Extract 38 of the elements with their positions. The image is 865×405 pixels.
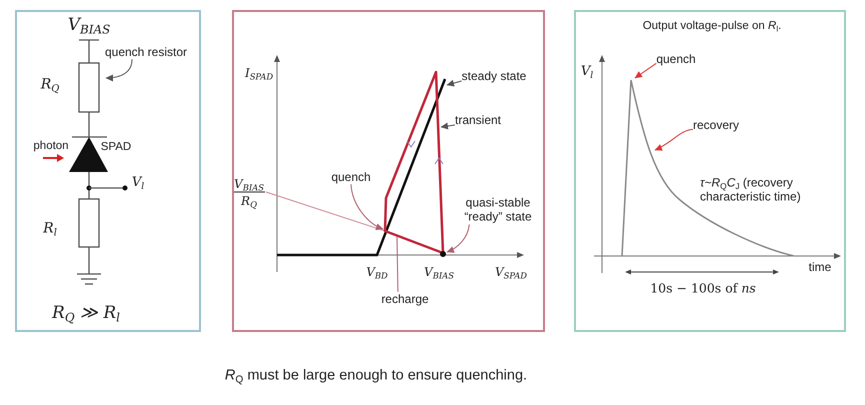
annotation-label: quench bbox=[656, 52, 696, 66]
tick-label: R$_{Q}$ bbox=[241, 194, 257, 208]
axis-label: I$_{SPAD}$ bbox=[244, 66, 274, 80]
leader-arrow bbox=[106, 58, 133, 82]
leader-arrow bbox=[446, 80, 462, 87]
formula: R$_{Q}$ ≫ R$_{l}$ bbox=[52, 302, 120, 324]
axis-label: V$_{l}$ bbox=[580, 64, 594, 80]
annotation-label: quench resistor bbox=[104, 44, 188, 60]
leader-arrow bbox=[654, 128, 694, 150]
annotation-label: recharge bbox=[381, 292, 429, 306]
leader-arrow bbox=[350, 184, 384, 230]
annotation-label: steady state bbox=[462, 68, 526, 84]
chart-panel bbox=[232, 10, 545, 332]
axis-label: time bbox=[808, 260, 832, 274]
voltage-label: V$_{BIAS}$ bbox=[68, 14, 110, 36]
photon-label: photon bbox=[33, 140, 69, 154]
leader-line bbox=[396, 236, 398, 292]
leader-arrow bbox=[440, 122, 456, 130]
axis-label: V$_{SPAD}$ bbox=[494, 264, 528, 280]
leader-arrow bbox=[446, 224, 470, 253]
tick-label: V$_{BD}$ bbox=[366, 264, 388, 280]
annotation-label: quasi-stable “ready” state bbox=[457, 196, 539, 224]
resistor-label: R$_{Q}$ bbox=[40, 76, 60, 94]
chart-panel bbox=[574, 10, 846, 332]
annotation-label: transient bbox=[454, 112, 502, 128]
diode-label: SPAD bbox=[100, 141, 132, 155]
leader-arrow bbox=[634, 62, 657, 78]
annotation-label: recovery bbox=[693, 118, 739, 132]
voltage-label: V$_{l}$ bbox=[132, 175, 144, 191]
circuit-panel bbox=[15, 10, 201, 332]
annotation-label: quench bbox=[331, 170, 371, 184]
tick-label: V$_{BIAS}$ bbox=[234, 176, 264, 192]
caption: R$_{Q}$ must be large enough to ensure quenching. bbox=[224, 367, 528, 385]
resistor-label: R$_{l}$ bbox=[43, 220, 57, 238]
annotation-text: τ~R$_{Q}$C$_{J}$ (recovery characteristic time) bbox=[700, 176, 802, 204]
dimension-label: 10s − 100s of ns bbox=[650, 280, 756, 296]
tick-label: V$_{BIAS}$ bbox=[424, 264, 454, 280]
panel-title: Output voltage-pulse on R$_{l}$. bbox=[642, 20, 782, 34]
